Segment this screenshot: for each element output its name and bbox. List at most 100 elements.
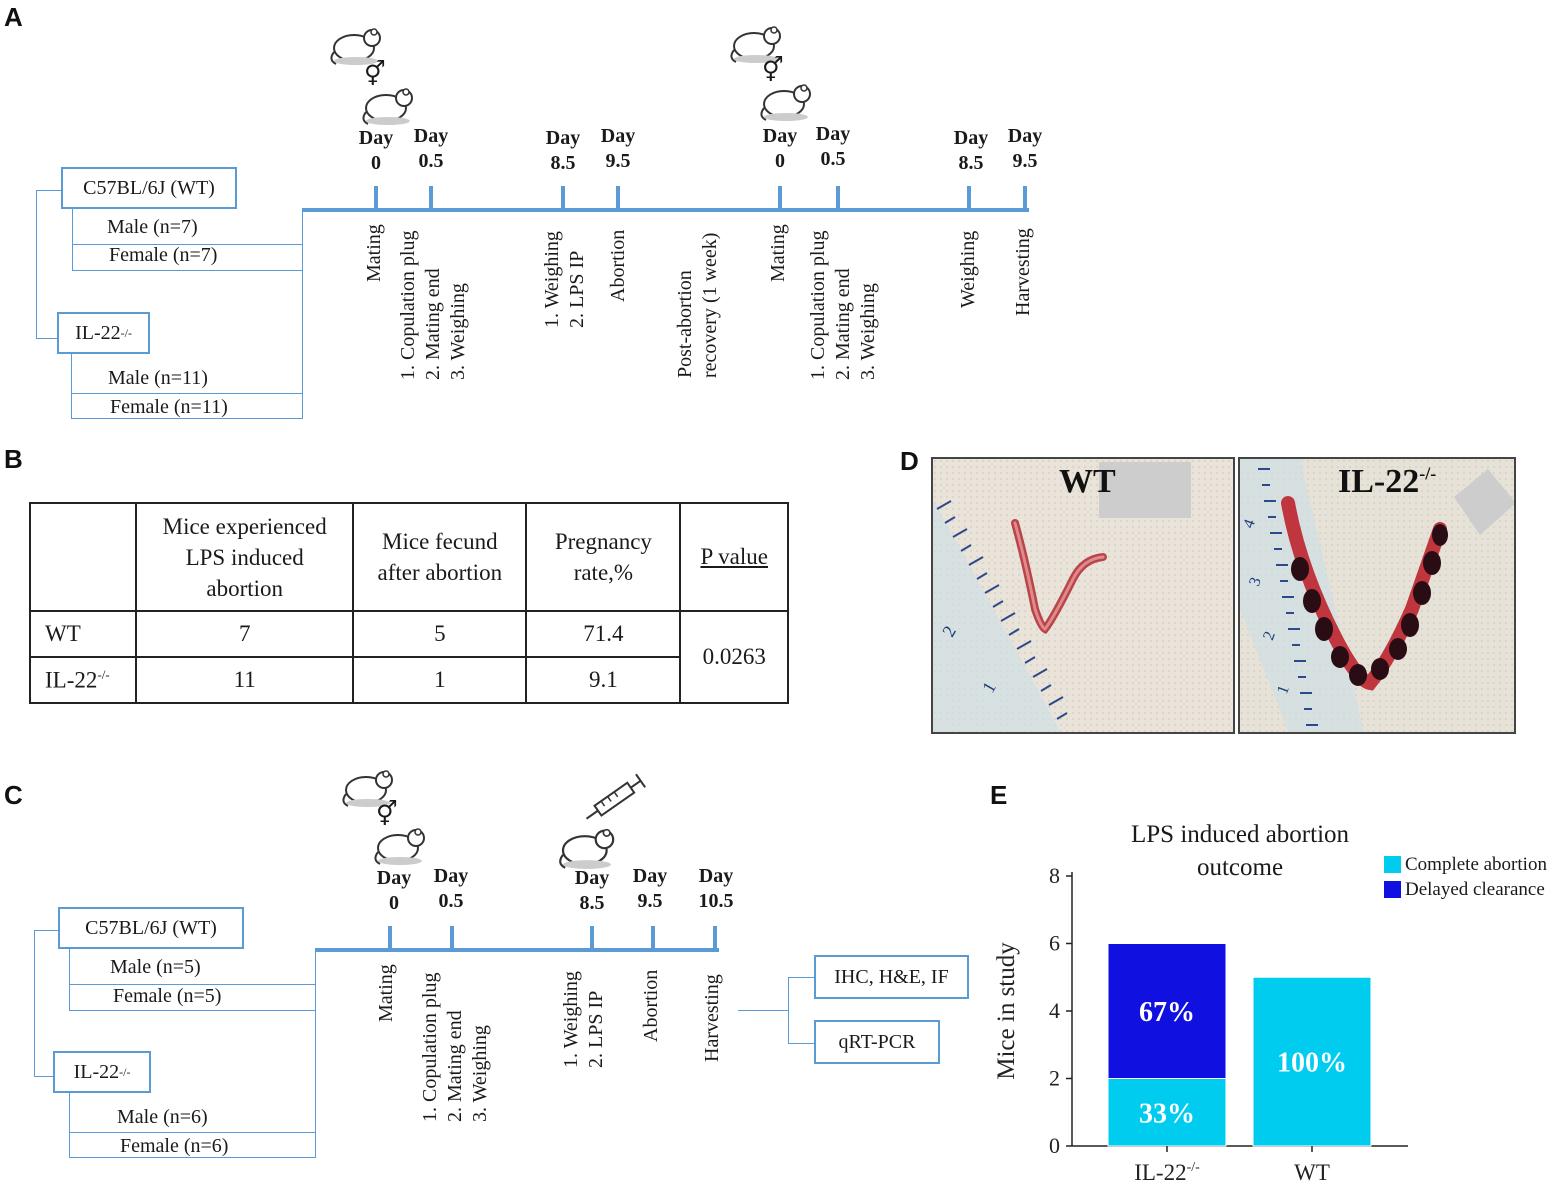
- p-value-cell: 0.0263: [679, 610, 789, 704]
- syringe-icon: [580, 770, 652, 826]
- legend-item: Complete abortion: [1384, 852, 1547, 877]
- output-line: [788, 977, 789, 1043]
- table-cell: 11: [135, 656, 355, 704]
- row-label: IL-22-/-: [28, 656, 138, 704]
- timeline-tick: [450, 926, 454, 950]
- group-box-wt: C57BL/6J (WT): [61, 167, 237, 209]
- row-line: [69, 984, 316, 985]
- bar-value-label: 67%: [1139, 997, 1195, 1028]
- timeline-tick: [1023, 186, 1027, 210]
- bar-value-label: 100%: [1277, 1048, 1347, 1079]
- row-line: [69, 1010, 316, 1011]
- tree-line: [71, 354, 72, 418]
- mouse-icon: [340, 764, 396, 808]
- output-line: [788, 977, 816, 978]
- bar-segment: [1107, 943, 1227, 1079]
- table-cell: 5: [352, 610, 528, 658]
- tree-line: [34, 930, 60, 931]
- timeline-tick: [388, 926, 392, 950]
- table-row: WT 7 5 71.4 0.0263: [28, 610, 789, 704]
- timeline-tick: [590, 926, 594, 950]
- female-count-wt: Female (n=7): [109, 244, 218, 266]
- output-line: [738, 1010, 788, 1011]
- row-line: [71, 393, 303, 394]
- y-tick-label: 8: [1049, 863, 1060, 888]
- event-label: Mating: [767, 224, 789, 282]
- tree-line: [36, 338, 58, 339]
- tree-line: [34, 1076, 54, 1077]
- timeline-tick: [616, 186, 620, 210]
- event-label: Abortion: [607, 229, 629, 302]
- event-label: Abortion: [640, 969, 662, 1042]
- table-cell: 1: [352, 656, 528, 704]
- photo-label-il22: IL-22-/-: [1338, 463, 1437, 500]
- table-cell: 71.4: [525, 610, 682, 658]
- y-tick-label: 0: [1049, 1133, 1060, 1158]
- timeline-tick: [429, 186, 433, 210]
- results-table: Mice experienced LPS induced abortion Mi…: [28, 502, 789, 704]
- table-header-row: Mice experienced LPS induced abortion Mi…: [28, 502, 789, 612]
- timeline-tick: [713, 926, 717, 950]
- panel-label-d: D: [900, 446, 919, 476]
- tree-line: [69, 949, 70, 1010]
- legend-swatch-complete: [1384, 856, 1401, 873]
- timeline-tick: [561, 186, 565, 210]
- female-count-il22: Female (n=11): [110, 396, 228, 418]
- table-header-cell: Pregnancy rate,%: [525, 502, 682, 612]
- female-count-wt: Female (n=5): [113, 985, 222, 1007]
- output-line: [788, 1043, 816, 1044]
- timeline-connector: [302, 210, 303, 418]
- mouse-icon: [556, 822, 618, 870]
- timeline-tick: [967, 186, 971, 210]
- tree-line: [69, 1093, 70, 1157]
- x-tick-label: IL-22-/-: [1134, 1160, 1200, 1185]
- y-tick-label: 4: [1049, 998, 1060, 1023]
- photo-label-wt: WT: [1059, 463, 1116, 500]
- output-box-histology: IHC, H&E, IF: [814, 955, 969, 999]
- table-header-cell: Mice fecund after abortion: [352, 502, 528, 612]
- mouse-icon: [360, 82, 416, 126]
- row-line: [72, 270, 303, 271]
- table-header-cell: [28, 502, 138, 612]
- x-tick-label: WT: [1294, 1160, 1330, 1185]
- mouse-icon: [328, 22, 384, 66]
- timeline-tick: [836, 186, 840, 210]
- legend-item: Delayed clearance: [1384, 877, 1547, 902]
- panel-label-b: B: [4, 444, 23, 474]
- table-cell: 9.1: [525, 656, 682, 704]
- chart-title: LPS induced abortion outcome: [1130, 821, 1350, 881]
- bar-value-label: 33%: [1139, 1098, 1195, 1129]
- panel-label-e: E: [990, 780, 1008, 810]
- panel-label-c: C: [4, 780, 23, 810]
- timeline-axis: [302, 208, 1029, 212]
- timeline-tick: [651, 926, 655, 950]
- uterus-photo-wt: 2 1 WT: [931, 457, 1235, 734]
- timeline-tick: [374, 186, 378, 210]
- panel-label-a: A: [4, 2, 23, 32]
- chart-legend: Complete abortion Delayed clearance: [1384, 852, 1547, 902]
- group-box-il22: IL-22-/-: [53, 1051, 151, 1093]
- timeline-axis: [315, 948, 719, 952]
- row-line: [69, 1132, 316, 1133]
- y-axis-title: Mice in study: [993, 942, 1020, 1080]
- tree-line: [34, 930, 35, 1076]
- timeline-tick: [778, 186, 782, 210]
- female-count-il22: Female (n=6): [120, 1135, 229, 1157]
- row-line: [72, 244, 303, 245]
- male-count-wt: Male (n=7): [107, 216, 198, 238]
- event-label: Harvesting: [1012, 228, 1034, 316]
- tree-line: [72, 209, 73, 271]
